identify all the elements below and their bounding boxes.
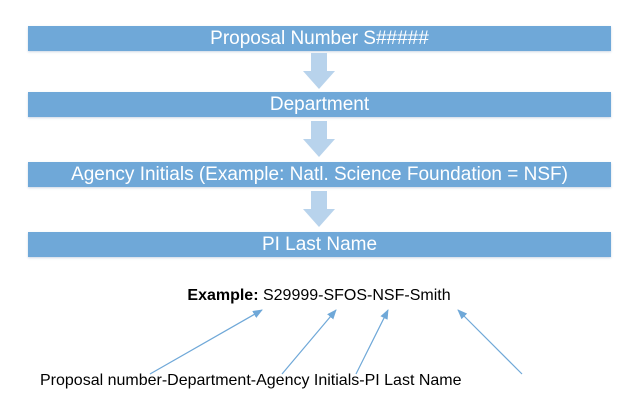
pointer-arrow-proposal-number — [149, 309, 263, 375]
step-department: Department — [28, 92, 611, 117]
down-arrow-icon — [303, 121, 335, 157]
pointer-arrow-pi-last-name — [457, 309, 523, 375]
format-legend: Proposal number-Department-Agency Initia… — [40, 372, 462, 389]
down-arrow-icon — [303, 53, 335, 89]
step-agency-initials: Agency Initials (Example: Natl. Science … — [28, 162, 611, 187]
step-proposal-number: Proposal Number S##### — [28, 26, 611, 51]
example-line: Example: S29999-SFOS-NSF-Smith — [0, 287, 638, 305]
pointer-arrow-department — [281, 309, 337, 375]
step-pi-last-name: PI Last Name — [28, 232, 611, 257]
example-label: Example: — [187, 287, 259, 304]
example-value: S29999-SFOS-NSF-Smith — [262, 287, 451, 304]
down-arrow-icon — [303, 191, 335, 227]
pointer-arrow-agency-initials — [355, 309, 389, 375]
